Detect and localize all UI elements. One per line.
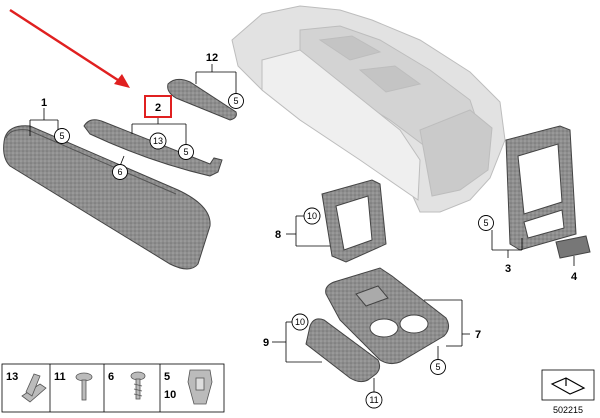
diagram-reference-icon [541,369,595,401]
part-2-trim-strip [83,119,223,177]
circle-11: 11 [369,395,378,405]
part-1-side-trim [3,125,211,270]
part-9-trim [305,318,381,383]
circle-5-part12: 5 [233,96,238,106]
circle-5-part7: 5 [435,362,440,372]
fastener-legend: 13 11 6 5 10 [1,363,225,413]
part-12-cover [167,78,237,121]
legend-5: 5 [164,371,170,383]
callout-2: 2 [155,102,161,114]
circle-10-part8: 10 [307,211,317,221]
legend-10: 10 [164,389,176,401]
leader-lines [29,64,575,394]
callout-8: 8 [275,229,281,241]
legend-13: 13 [6,371,18,383]
highlight-box [144,95,172,118]
callout-1: 1 [41,97,47,109]
clip-icon [187,369,213,405]
callout-3: 3 [505,263,511,275]
legend-6: 6 [108,371,114,383]
part-8-vent-frame [321,179,387,263]
callout-7: 7 [475,329,481,341]
callout-4: 4 [571,271,578,283]
callout-9: 9 [263,337,269,349]
screw-icon [75,372,93,401]
part-3-vent-frame [505,125,577,251]
circle-13: 13 [153,136,163,146]
circle-callouts: 5 13 5 6 5 10 5 10 5 11 [54,93,494,409]
part-4-plate [555,235,591,259]
part-7-cupholder-panel [325,267,450,365]
circle-10-part9: 10 [295,317,305,327]
callout-12: 12 [206,52,218,64]
circle-6: 6 [117,167,122,177]
circle-5-part1: 5 [59,131,64,141]
circle-5-part2: 5 [183,147,188,157]
legend-11: 11 [54,371,66,383]
circle-5-part3: 5 [483,218,488,228]
part-number: 502215 [553,405,583,415]
screw-icon [130,371,146,400]
clip-icon [21,373,47,403]
highlight-arrow [9,8,130,88]
center-console-ghost [231,5,506,213]
